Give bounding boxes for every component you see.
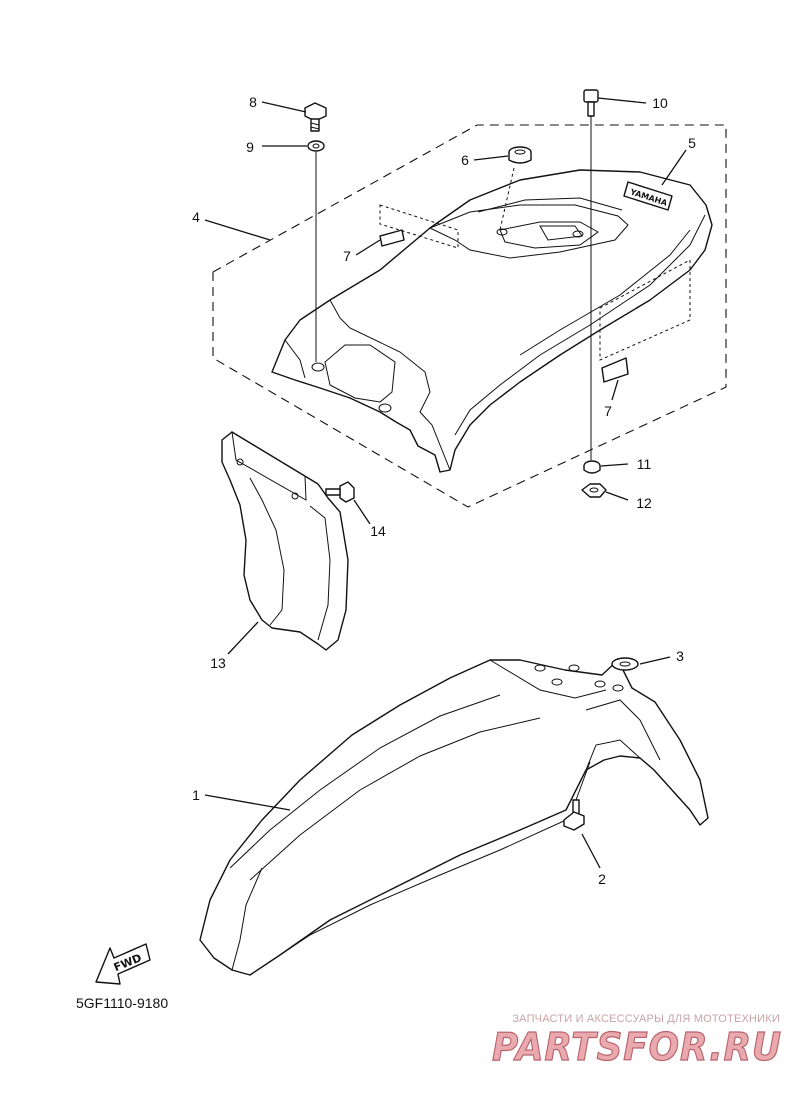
front-fender: [199, 659, 709, 976]
diagram-code: 5GF1110-9180: [76, 995, 168, 1011]
watermark-tagline: ЗАПЧАСТИ И АКСЕССУАРЫ ДЛЯ МОТОТЕХНИКИ: [512, 1013, 780, 1025]
leader-6-dotted: [499, 167, 515, 231]
grommet-3: [611, 657, 639, 671]
bolt-8: [304, 102, 327, 132]
callout-1: 1: [192, 787, 200, 803]
callout-9: 9: [246, 139, 254, 155]
callout-11: 11: [637, 456, 652, 472]
callout-12: 12: [636, 495, 652, 511]
rear-fender-assembly-boundary: [212, 124, 727, 508]
callout-7-left: 7: [343, 248, 351, 264]
callout-2: 2: [598, 871, 606, 887]
mud-flap: [221, 431, 349, 651]
rear-fender: [271, 169, 713, 473]
callout-13: 13: [210, 655, 226, 671]
screw-10: [583, 89, 599, 117]
leader-lines: [204, 97, 687, 869]
watermark-brand: PARTSFOR.RU: [492, 1025, 782, 1069]
callout-4: 4: [192, 209, 200, 225]
bolt-14: [325, 481, 355, 503]
callout-3: 3: [676, 648, 684, 664]
leader-2-axis: [575, 761, 591, 801]
nut-11: [583, 460, 601, 474]
washer-9: [307, 140, 325, 152]
callout-6: 6: [461, 152, 469, 168]
callout-8: 8: [249, 94, 257, 110]
reflector-right: [599, 259, 691, 383]
reflector-left: [379, 204, 459, 249]
grommet: [508, 146, 532, 164]
collar-12: [581, 483, 607, 498]
fwd-arrow-icon: FWD: [95, 943, 151, 985]
watermark-logo: ЗАПЧАСТИ И АКСЕССУАРЫ ДЛЯ МОТОТЕХНИКИ PA…: [491, 1013, 782, 1070]
callout-numbers: 1 2 3 4 5 6 7 7 8 9 10 11 12 13 14: [192, 94, 696, 887]
callout-14: 14: [370, 523, 386, 539]
callout-5: 5: [688, 135, 696, 151]
fwd-label: FWD: [112, 951, 144, 974]
callout-10: 10: [652, 95, 668, 111]
callout-7-right: 7: [604, 403, 612, 419]
